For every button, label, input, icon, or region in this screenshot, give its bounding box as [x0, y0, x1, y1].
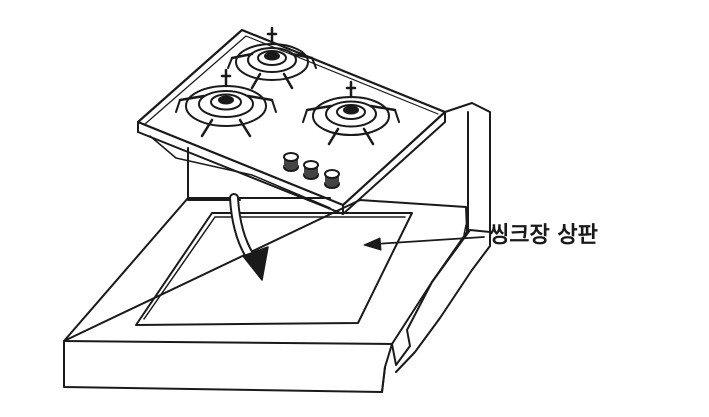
- callout-leader: [363, 236, 485, 251]
- countertop-right-panel-top: [444, 102, 491, 233]
- countertop-top-surface: [63, 197, 468, 345]
- cooktop-plate-top: [136, 28, 447, 207]
- control-knobs: [283, 152, 340, 189]
- countertop-front-edge: [63, 340, 393, 393]
- countertop-label: 씽크장 상판: [489, 223, 598, 248]
- knob-2: [303, 160, 319, 180]
- countertop-cutout-inner: [143, 216, 406, 320]
- callout-leader-line: [374, 236, 485, 245]
- knob-3: [324, 169, 340, 189]
- knob-1: [283, 152, 299, 172]
- sink-countertop: [63, 102, 491, 393]
- cooktop-body: [149, 135, 331, 209]
- callout-leader-head: [363, 237, 382, 251]
- install-arrow-head: [242, 246, 269, 281]
- cooktop-plate-right: [342, 111, 446, 215]
- countertop-wall-notch: [463, 224, 467, 236]
- burner-left: [175, 68, 277, 138]
- burner-back: [227, 26, 317, 90]
- countertop-cutout: [135, 212, 413, 326]
- countertop-right-edge-lower: [381, 366, 386, 393]
- countertop-right-edge: [391, 229, 491, 373]
- burner-right: [302, 80, 400, 146]
- gas-cooktop: [136, 26, 447, 215]
- cooktop-plate-inner-edge: [144, 35, 439, 125]
- install-arrow: [229, 193, 269, 281]
